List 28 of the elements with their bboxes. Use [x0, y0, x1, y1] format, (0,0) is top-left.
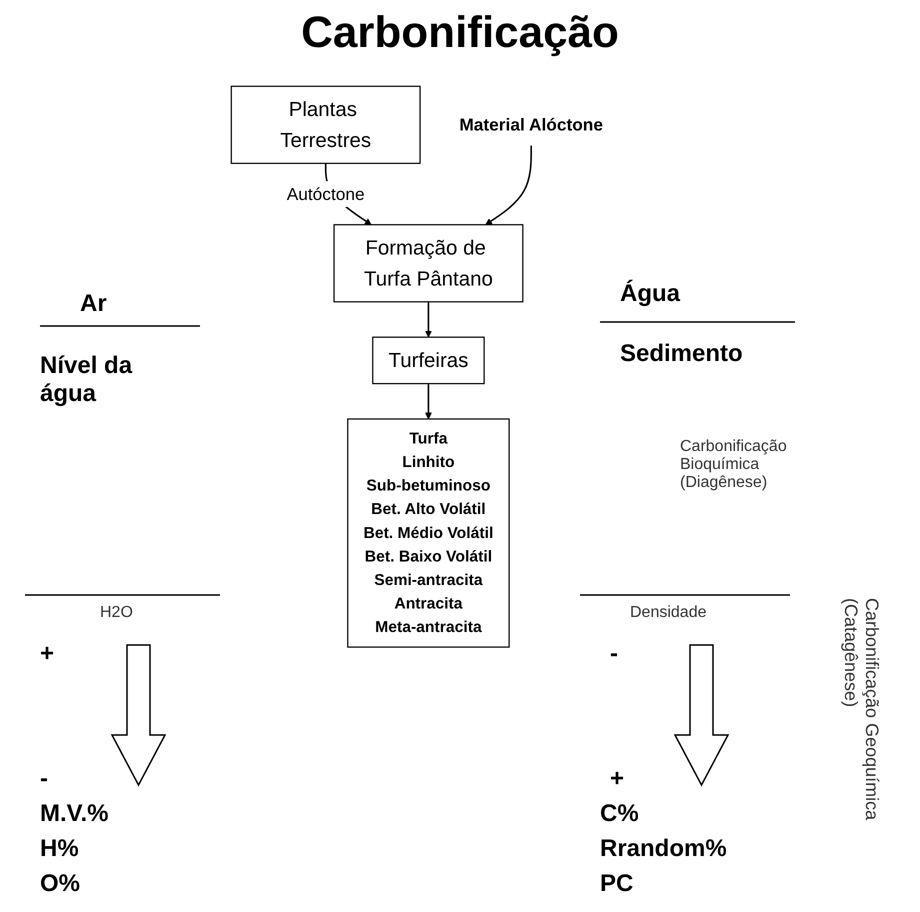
text-label: C% — [600, 800, 639, 828]
text-label: Ar — [80, 290, 107, 318]
text-label: O% — [40, 870, 80, 898]
node-text: Material Alóctone — [459, 115, 603, 135]
text-label: + — [610, 765, 624, 793]
note-text: Carbonificação Bioquímica (Diagênese) — [680, 438, 788, 492]
node-box: Plantas Terrestres — [230, 86, 421, 164]
text-label: Nível da água — [40, 352, 134, 408]
text-label: Sedimento — [620, 340, 743, 368]
note-text: H2O — [100, 604, 133, 622]
text-label: H% — [40, 835, 79, 863]
text-label: - — [40, 765, 48, 793]
edge-label: Autóctone — [286, 184, 365, 204]
diagram-title: Carbonificação — [300, 8, 620, 58]
arrow — [424, 302, 432, 338]
node-box: Turfa Linhito Sub-betuminoso Bet. Alto Volátil Bet. Médio Volátil Bet. Baixo Volátil Semi-antracita Antracita Meta-antracita — [347, 418, 510, 648]
text-label: - — [610, 640, 618, 668]
text-label: Rrandom% — [600, 835, 727, 863]
arrow — [485, 146, 532, 226]
text-label: M.V.% — [40, 800, 108, 828]
note-text: Densidade — [630, 604, 706, 622]
text-label: Água — [620, 280, 680, 308]
node-box: Turfeiras — [372, 336, 485, 384]
text-label: PC — [600, 870, 634, 898]
node-box: Formação de Turfa Pântano — [333, 224, 524, 302]
text-label: + — [40, 640, 54, 668]
arrow — [424, 384, 432, 420]
note-text: Carbonificação Geoquímica (Catagênese) — [840, 598, 882, 822]
